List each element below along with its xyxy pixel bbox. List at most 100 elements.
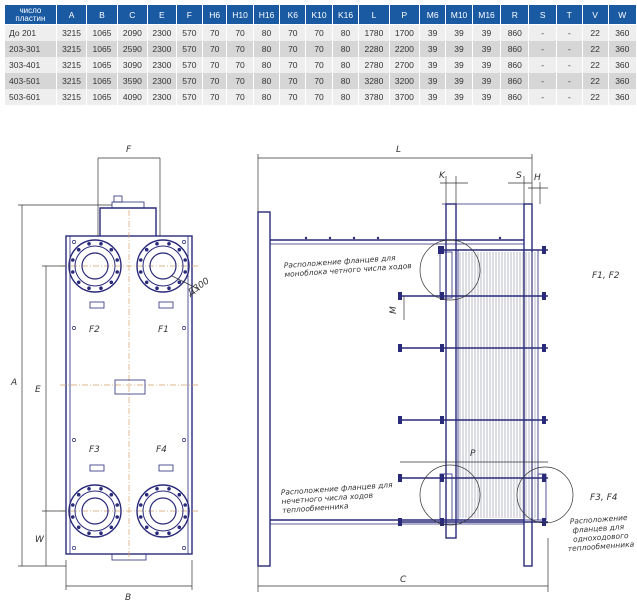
- label-F3: F3: [89, 445, 100, 455]
- table-cell: 2700: [388, 57, 421, 73]
- header-plate-count: число пластин: [4, 4, 57, 25]
- label-F4: F4: [156, 445, 167, 455]
- table-cell: 860: [500, 73, 530, 89]
- table-cell: 503-601: [4, 89, 57, 105]
- table-cell: 70: [202, 89, 228, 105]
- frame-holes: [72, 240, 186, 550]
- table-cell: 2300: [147, 57, 177, 73]
- table-cell: 2280: [358, 41, 390, 57]
- table-cell: 39: [419, 57, 447, 73]
- flange-f1-bolt-hole: [139, 270, 143, 274]
- dim-K-label: K: [439, 171, 446, 181]
- table-cell: 39: [471, 24, 502, 41]
- table-cell: 70: [279, 57, 307, 73]
- flange-f1-ring: [149, 252, 177, 280]
- table-cell: 360: [607, 41, 637, 57]
- table-cell: 80: [252, 24, 281, 41]
- flange-f4-bolt-hole: [139, 503, 143, 507]
- table-cell: 3090: [116, 57, 149, 73]
- flange-f3-ring: [81, 497, 109, 525]
- flange-f3-bolt-hole: [87, 531, 91, 535]
- table-cell: 3280: [358, 73, 390, 89]
- table-cell: 80: [331, 73, 360, 89]
- header-col-m6: M6: [419, 4, 447, 25]
- table-cell: 22: [581, 41, 609, 57]
- header-plate-count-line1: число: [19, 5, 42, 15]
- table-cell: 1065: [86, 89, 118, 105]
- table-cell: 80: [331, 24, 360, 41]
- table-cell: 39: [471, 89, 502, 105]
- flange-f2-bolt-hole: [71, 270, 75, 274]
- top-bar: [111, 201, 145, 209]
- header-col-p: P: [388, 4, 421, 25]
- flange-f4-bolt-hole: [155, 487, 159, 491]
- header-plate-count-line2: пластин: [15, 13, 46, 23]
- table-cell: -: [528, 89, 557, 105]
- flange-f4-bolt-hole: [155, 531, 159, 535]
- table-cell: 2090: [116, 24, 149, 41]
- note-single: Расположение фланцев для одноходового те…: [566, 513, 635, 554]
- table-cell: 860: [500, 57, 530, 73]
- bolt-nut: [542, 518, 546, 526]
- table-cell: 860: [500, 24, 530, 41]
- flange-f4-bolt-hole: [183, 515, 187, 519]
- table-cell: 80: [252, 57, 281, 73]
- dim-E-label: E: [35, 385, 41, 395]
- note-single-line3: одноходового: [573, 531, 630, 544]
- label-F1: F1: [158, 325, 169, 335]
- table-cell: 70: [202, 24, 228, 41]
- flange-f2-ring: [81, 252, 109, 280]
- table-cell: 80: [252, 41, 281, 57]
- header-col-k10: K10: [305, 4, 333, 25]
- note-single-line1: Расположение: [570, 513, 629, 526]
- table-cell: 80: [252, 89, 281, 105]
- dim-H-label: H: [534, 173, 541, 183]
- table-cell: 39: [419, 41, 447, 57]
- table-cell: 1065: [86, 73, 118, 89]
- fixed-plate: [257, 211, 271, 567]
- flange-f3-bolt-hole: [76, 492, 81, 497]
- bolt-nut: [398, 292, 402, 300]
- flange-f2-bolt-hole: [115, 258, 119, 262]
- table-cell: 1780: [358, 24, 390, 41]
- header-col-f: F: [175, 4, 204, 25]
- table-cell: 4090: [116, 89, 149, 105]
- dim-W-label: W: [35, 535, 45, 545]
- table-cell: 70: [279, 73, 307, 89]
- dim-S-label: S: [516, 171, 522, 181]
- flange-f2-bolt-hole: [71, 258, 75, 262]
- flange-f4-bolt-hole: [177, 525, 182, 530]
- flange-f3-ring: [68, 484, 122, 538]
- table-cell: -: [555, 57, 583, 73]
- table-cell: -: [555, 73, 583, 89]
- flange-f2-ring: [68, 239, 122, 293]
- table-cell: 360: [607, 73, 637, 89]
- header-col-c: C: [116, 4, 149, 25]
- center-plate-slot: [114, 379, 146, 395]
- table-cell: 570: [175, 73, 204, 89]
- table-cell: 70: [226, 57, 254, 73]
- flange-f3-bolt-hole: [115, 515, 119, 519]
- note-even: Расположение фланцев для моноблока четно…: [284, 252, 412, 279]
- dim-A-label: A: [10, 378, 17, 388]
- bolt-nut: [398, 416, 402, 424]
- note-single-line2: фланцев для: [572, 522, 625, 535]
- flange-f3-bolt-hole: [71, 515, 75, 519]
- flange-f4-bolt-hole: [144, 492, 149, 497]
- flange-f4-ring: [142, 490, 184, 532]
- flange-f3-bolt-hole: [115, 503, 119, 507]
- table-cell: До 201: [4, 24, 57, 41]
- flange-f2-bolt-hole: [99, 242, 103, 246]
- table-cell: 80: [331, 89, 360, 105]
- flange-f1-bolt-hole: [167, 286, 171, 291]
- bolt-nut: [398, 518, 402, 526]
- table-cell: 39: [445, 24, 473, 41]
- table-cell: 39: [471, 73, 502, 89]
- table-cell: 39: [419, 89, 447, 105]
